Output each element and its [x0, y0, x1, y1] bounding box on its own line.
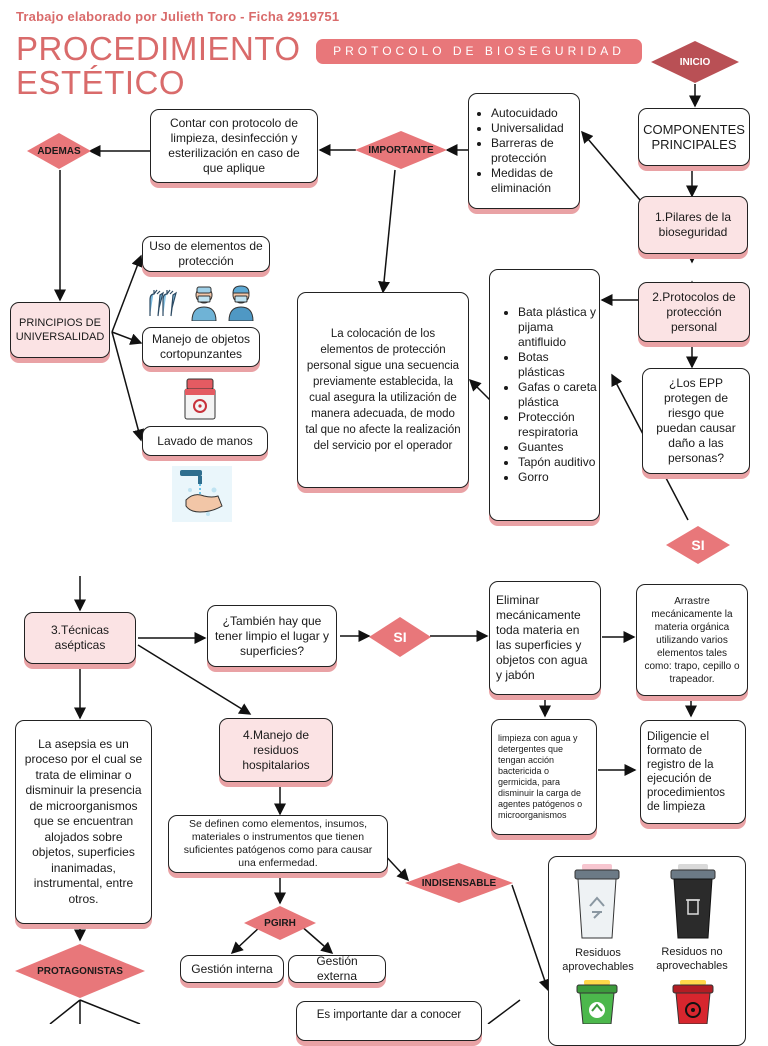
protocolos-epp-box: 2.Protocolos de protección personal: [638, 282, 750, 342]
sharps-container-icon: [182, 377, 218, 421]
green-recycle-bin-icon: [574, 980, 620, 1024]
ademas-label: ADEMAS: [37, 145, 81, 157]
importante-label: IMPORTANTE: [368, 144, 434, 156]
subtitle-banner: PROTOCOLO DE BIOSEGURIDAD: [316, 39, 642, 64]
eliminar-text: Eliminar mecánicamente toda materia en l…: [496, 593, 588, 682]
inicio-diamond: INICIO: [650, 40, 740, 84]
diamond-shape: [15, 944, 145, 998]
author-credit: Trabajo elaborado por Julieth Toro - Fic…: [16, 9, 340, 24]
asepsia-box: La asepsia es un proceso por el cual se …: [15, 720, 152, 924]
diamond-shape: [355, 131, 447, 169]
list-item: Botas plásticas: [518, 350, 597, 380]
diamond-shape: [405, 863, 513, 903]
list-item: Gafas o careta plástica: [518, 380, 597, 410]
ademas-diamond: ADEMAS: [26, 132, 92, 170]
protocolos-epp-label: 2.Protocolos de protección personal: [652, 289, 736, 334]
componentes-box: COMPONENTES PRINCIPALES: [638, 108, 750, 166]
importante-dar-box: Es importante dar a conocer: [296, 1001, 482, 1041]
arrastre-box: Arrastre mecánicamente la materia orgáni…: [636, 584, 748, 696]
principios-box: PRINCIPIOS DE UNIVERSALIDAD: [10, 302, 110, 358]
eliminar-box: Eliminar mecánicamente toda materia en l…: [489, 581, 601, 695]
list-item: Bata plástica y pijama antifluido: [518, 305, 597, 350]
gloves-icon: [146, 286, 178, 320]
protocolo-limpieza-box: Contar con protocolo de limpieza, desinf…: [150, 109, 318, 183]
list-item: Autocuidado: [491, 106, 577, 121]
nurse-icon: [189, 283, 219, 321]
title-line-2: ESTÉTICO: [16, 64, 186, 101]
protocolo-limpieza-text: Contar con protocolo de limpieza, desinf…: [168, 116, 300, 175]
manejo-residuos-box: 4.Manejo de residuos hospitalarios: [219, 718, 333, 782]
epp-list: Bata plástica y pijama antifluido Botas …: [492, 305, 597, 485]
pregunta-limpio-text: ¿También hay que tener limpio el lugar y…: [214, 613, 330, 658]
pgirh-diamond: PGIRH: [243, 905, 317, 941]
componentes-label: COMPONENTES PRINCIPALES: [643, 122, 745, 152]
list-item: Guantes: [518, 440, 597, 455]
si-label-top: SI: [691, 537, 705, 553]
si-diamond-bottom: SI: [368, 616, 432, 658]
diamond-shape: [244, 906, 316, 940]
diligencie-text: Diligencie el formato de registro de la …: [647, 731, 725, 813]
aprovechables-label: Residuos aprovechables: [562, 947, 634, 973]
importante-diamond: IMPORTANTE: [354, 130, 448, 170]
manejo-objetos-text: Manejo de objetos cortopunzantes: [151, 332, 251, 361]
diamond-shape: [27, 133, 91, 169]
limpieza-agua-box: limpieza con agua y detergentes que teng…: [491, 719, 597, 835]
pilares-label: 1.Pilares de la bioseguridad: [654, 210, 732, 239]
si-diamond-top: SI: [665, 525, 731, 565]
pregunta-epp-box: ¿Los EPP protegen de riesgo que puedan c…: [642, 368, 750, 474]
arrastre-text: Arrastre mecánicamente la materia orgáni…: [644, 595, 740, 685]
lavado-box: Lavado de manos: [142, 426, 268, 456]
uso-elementos-text: Uso de elementos de protección: [149, 239, 263, 268]
pgirh-label: PGIRH: [264, 917, 296, 929]
indisensable-diamond: INDISENSABLE: [404, 862, 514, 904]
recycle-bin-icon: [570, 862, 624, 940]
list-item: Protección respiratoria: [518, 410, 597, 440]
tecnicas-label: 3.Técnicas asépticas: [50, 623, 110, 652]
colocacion-text: La colocación de los elementos de protec…: [305, 328, 461, 452]
pilares-list-box: Autocuidado Universalidad Barreras de pr…: [468, 93, 580, 209]
importante-dar-text: Es importante dar a conocer: [316, 1009, 462, 1021]
diligencie-box: Diligencie el formato de registro de la …: [640, 720, 746, 824]
diamond-shape: [651, 41, 739, 83]
principios-label: PRINCIPIOS DE UNIVERSALIDAD: [15, 317, 105, 343]
trash-bin-icon: [666, 862, 720, 940]
pregunta-epp-text: ¿Los EPP protegen de riesgo que puedan c…: [656, 376, 736, 465]
no-aprovechables-label: Residuos no aprovechables: [656, 946, 728, 972]
indisensable-label: INDISENSABLE: [421, 877, 497, 889]
biohazard-bin-icon: [670, 980, 716, 1024]
gestion-interna-box: Gestión interna: [180, 955, 284, 983]
inicio-label: INICIO: [679, 56, 711, 68]
surgeon-icon: [226, 283, 256, 321]
title-line-1: PROCEDIMIENTO: [16, 30, 301, 67]
manejo-objetos-box: Manejo de objetos cortopunzantes: [142, 327, 260, 367]
gestion-interna-text: Gestión interna: [191, 961, 273, 976]
diamond-shape: [666, 526, 730, 564]
list-item: Gorro: [518, 470, 597, 485]
uso-elementos-box: Uso de elementos de protección: [142, 236, 270, 272]
limpieza-agua-text: limpieza con agua y detergentes que teng…: [498, 733, 583, 820]
definicion-box: Se definen como elementos, insumos, mate…: [168, 815, 388, 873]
pilares-box: 1.Pilares de la bioseguridad: [638, 196, 748, 254]
protagonistas-diamond: PROTAGONISTAS: [14, 943, 146, 999]
list-item: Medidas de eliminación: [491, 166, 577, 196]
diamond-shape: [369, 617, 431, 657]
definicion-text: Se definen como elementos, insumos, mate…: [183, 818, 373, 869]
page-title: PROCEDIMIENTO ESTÉTICO: [16, 32, 301, 100]
gestion-externa-text: Gestión externa: [316, 954, 358, 983]
colocacion-box: La colocación de los elementos de protec…: [297, 292, 469, 488]
list-item: Universalidad: [491, 121, 577, 136]
list-item: Tapón auditivo: [518, 455, 597, 470]
gestion-externa-box: Gestión externa: [288, 954, 386, 983]
epp-list-box: Bata plástica y pijama antifluido Botas …: [489, 269, 600, 521]
pilares-list: Autocuidado Universalidad Barreras de pr…: [471, 106, 577, 196]
si-label-bottom: SI: [393, 629, 407, 645]
pregunta-limpio-box: ¿También hay que tener limpio el lugar y…: [207, 605, 337, 667]
lavado-text: Lavado de manos: [157, 433, 253, 448]
protagonistas-label: PROTAGONISTAS: [37, 965, 123, 977]
asepsia-text: La asepsia es un proceso por el cual se …: [24, 736, 143, 906]
tecnicas-box: 3.Técnicas asépticas: [24, 612, 136, 664]
list-item: Barreras de protección: [491, 136, 577, 166]
manejo-residuos-label: 4.Manejo de residuos hospitalarios: [242, 727, 310, 772]
handwashing-icon: [172, 466, 232, 522]
